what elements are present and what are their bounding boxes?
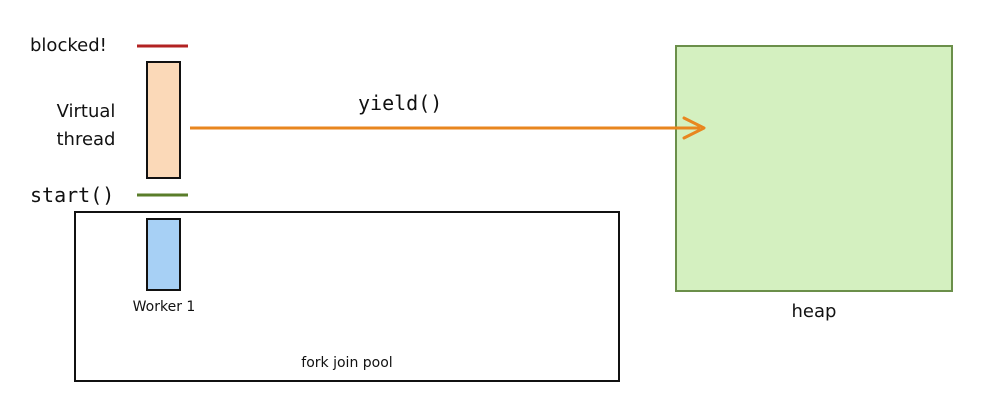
heap-label: heap [791,301,837,322]
worker-block [146,218,181,291]
start-call-label: start() [30,183,115,207]
fork-join-pool-label: fork join pool [301,355,393,371]
worker-label: Worker 1 [132,299,196,315]
heap-box [675,45,953,292]
virtual-thread-block [146,61,181,179]
yield-call-label: yield() [358,91,443,115]
yield-arrow-head [682,116,706,140]
virtual-thread-label: Virtual thread [56,101,116,150]
blocked-label: blocked! [30,35,107,56]
